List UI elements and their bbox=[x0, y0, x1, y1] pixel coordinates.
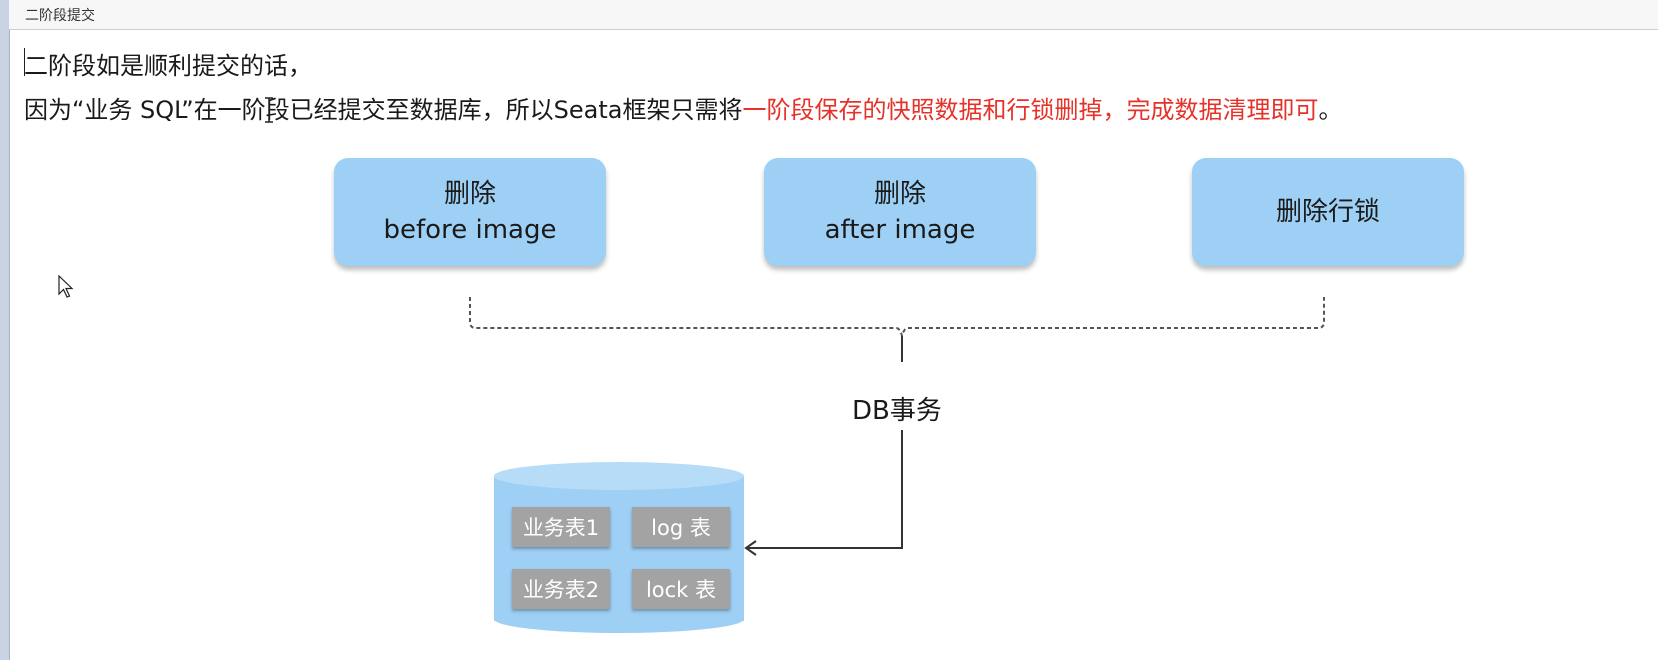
text-line-1[interactable]: 二阶段如是顺利提交的话， bbox=[24, 52, 312, 80]
mouse-pointer-icon bbox=[58, 275, 74, 298]
text-caret bbox=[24, 48, 25, 76]
business-table-1: 业务表1 bbox=[512, 507, 610, 547]
tab-title[interactable]: 二阶段提交 bbox=[25, 8, 95, 24]
text-cursor-icon bbox=[265, 97, 273, 123]
action-label-line2: before image bbox=[383, 215, 557, 245]
text-line-2-normal: 因为“业务 SQL”在一阶段已经提交至数据库，所以Seata框架只需将 bbox=[24, 96, 743, 124]
cylinder-top bbox=[494, 462, 744, 490]
action-label-line2: after image bbox=[824, 215, 976, 245]
business-table-2: 业务表2 bbox=[512, 569, 610, 609]
db-transaction-label: DB事务 bbox=[852, 396, 942, 426]
text-line-2-end: 。 bbox=[1318, 96, 1343, 124]
database-cylinder: 业务表1 log 表 业务表2 lock 表 bbox=[494, 462, 744, 633]
text-line-2-highlight: 一阶段保存的快照数据和行锁删掉，完成数据清理即可 bbox=[742, 96, 1319, 124]
lock-table: lock 表 bbox=[632, 569, 730, 609]
action-label-line1: 删除行锁 bbox=[1275, 197, 1380, 227]
tab-strip: 二阶段提交 bbox=[9, 0, 1658, 30]
left-gutter bbox=[0, 0, 10, 660]
text-line-2[interactable]: 因为“业务 SQL”在一阶段已经提交至数据库，所以Seata框架只需将一阶段保存… bbox=[24, 90, 1343, 125]
action-label-line1: 删除 bbox=[873, 179, 926, 209]
action-label-line1: 删除 bbox=[443, 179, 496, 209]
log-table: log 表 bbox=[632, 507, 730, 547]
db-arrow-connector bbox=[744, 430, 903, 556]
delete-before-image-box: 删除 before image bbox=[334, 158, 606, 266]
delete-after-image-box: 删除 after image bbox=[764, 158, 1036, 266]
dashed-brace-connector bbox=[469, 297, 1325, 362]
delete-row-lock-box: 删除行锁 bbox=[1192, 158, 1464, 266]
